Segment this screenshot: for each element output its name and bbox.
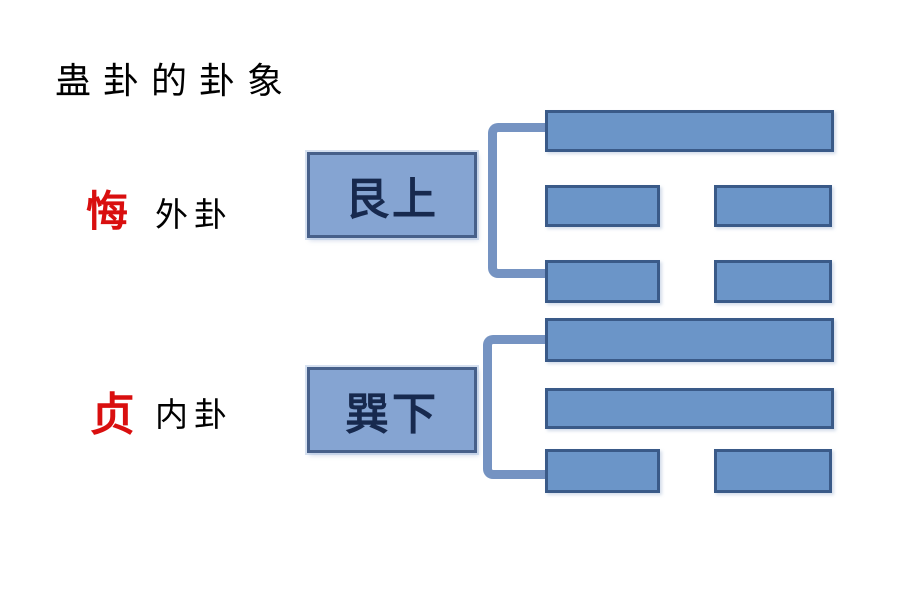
yin-line-left	[545, 260, 660, 303]
trigram-box-gen-shang: 艮上	[307, 152, 477, 238]
outer-trigram-label: 外卦	[155, 198, 233, 234]
trigram-lines-gen	[545, 110, 834, 303]
page-title: 蛊卦的卦象	[55, 61, 296, 101]
outer-marker-hui: 悔	[86, 190, 129, 236]
yang-line	[545, 110, 834, 152]
yin-line-left	[545, 449, 660, 493]
trigram-box-xun-xia: 巽下	[307, 367, 477, 453]
yin-line-right	[714, 449, 832, 493]
trigram-box-xun-label: 巽下	[345, 390, 439, 439]
trigram-lines-xun	[545, 318, 834, 493]
trigram-box-gen-label: 艮上	[345, 175, 439, 224]
bracket-outer-trigram	[488, 123, 545, 278]
inner-marker-zhen: 贞	[90, 390, 136, 440]
yang-line	[545, 388, 834, 429]
yin-line-right	[714, 185, 832, 227]
yang-line	[545, 318, 834, 362]
yin-line-right	[714, 260, 832, 303]
bracket-inner-trigram	[483, 335, 545, 479]
inner-trigram-label: 内卦	[155, 398, 233, 434]
yin-line-left	[545, 185, 660, 227]
